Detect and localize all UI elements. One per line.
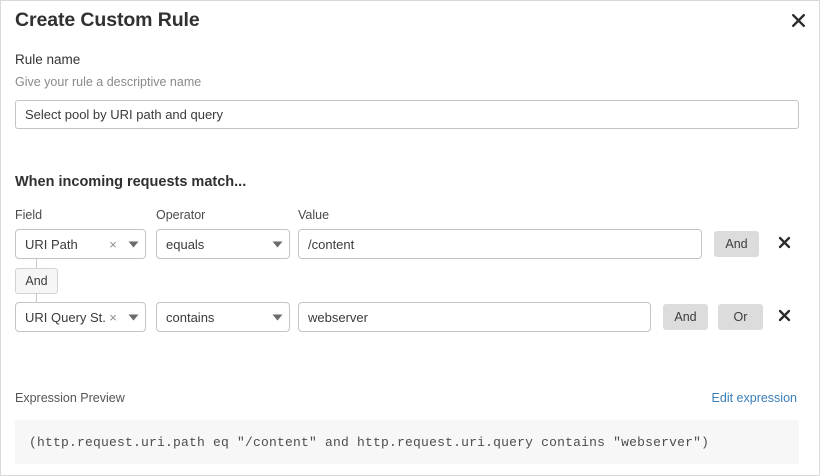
rule-name-help-text: Give your rule a descriptive name — [15, 75, 202, 89]
group-connector-and-badge[interactable]: And — [15, 268, 58, 294]
column-header-field: Field — [15, 208, 43, 222]
match-section-heading: When incoming requests match... — [15, 174, 247, 190]
chevron-down-icon[interactable] — [121, 314, 145, 321]
edit-expression-link[interactable]: Edit expression — [711, 391, 797, 405]
column-header-value: Value — [298, 208, 330, 222]
rule-name-label: Rule name — [15, 52, 81, 67]
close-icon — [778, 309, 791, 325]
and-button-1[interactable]: And — [714, 231, 759, 257]
clear-icon[interactable]: × — [109, 236, 117, 252]
operator-select-2-value: contains — [166, 309, 215, 325]
connector-line-bottom — [36, 293, 37, 303]
field-select-2-value: URI Query St... — [25, 309, 105, 325]
operator-select-1-value: equals — [166, 236, 205, 252]
value-input-1[interactable] — [298, 229, 702, 259]
or-button-2[interactable]: Or — [718, 304, 763, 330]
expression-preview-code: (http.request.uri.path eq "/content" and… — [29, 434, 710, 450]
delete-condition-button-2[interactable] — [771, 304, 797, 330]
operator-select-1[interactable]: equals — [156, 229, 290, 259]
field-select-1-value: URI Path — [25, 236, 78, 252]
expression-preview-box: (http.request.uri.path eq "/content" and… — [15, 420, 799, 464]
close-button[interactable] — [785, 7, 811, 33]
connector-line-top — [36, 259, 37, 270]
chevron-down-icon[interactable] — [121, 241, 145, 248]
close-icon — [778, 236, 791, 252]
page-title: Create Custom Rule — [15, 9, 200, 31]
rule-name-input[interactable] — [15, 100, 799, 129]
chevron-down-icon[interactable] — [265, 241, 289, 248]
chevron-down-icon[interactable] — [265, 314, 289, 321]
clear-icon[interactable]: × — [109, 309, 117, 325]
operator-select-2[interactable]: contains — [156, 302, 290, 332]
column-header-operator: Operator — [156, 208, 206, 222]
value-input-2[interactable] — [298, 302, 651, 332]
and-button-2[interactable]: And — [663, 304, 708, 330]
delete-condition-button-1[interactable] — [771, 231, 797, 257]
expression-preview-label: Expression Preview — [15, 391, 125, 405]
field-select-1[interactable]: URI Path × — [15, 229, 146, 259]
field-select-2[interactable]: URI Query St... × — [15, 302, 146, 332]
close-icon — [791, 13, 806, 28]
